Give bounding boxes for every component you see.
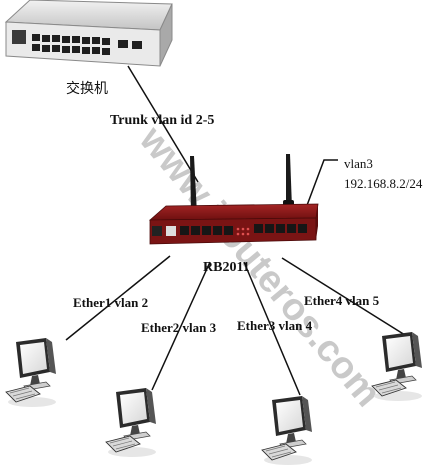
router-icon [148, 203, 319, 245]
vlan3-callout-line [305, 159, 338, 209]
computer-icon [5, 337, 57, 408]
ether2-link [151, 261, 211, 391]
vlan3-ip-label: 192.168.8.2/24 [344, 176, 423, 191]
ether3-label: Ether3 vlan 4 [237, 318, 313, 333]
router-label: RB2011 [203, 260, 250, 275]
trunk-link [127, 65, 199, 183]
ether1-label: Ether1 vlan 2 [73, 295, 148, 310]
ether4-label: Ether4 vlan 5 [304, 293, 380, 308]
ether3-link [243, 261, 301, 396]
ether4-link [281, 257, 406, 336]
connections [65, 65, 406, 396]
computer-icon [371, 331, 423, 402]
ether2-label: Ether2 vlan 3 [141, 320, 217, 335]
ether1-link [65, 255, 171, 341]
network-switch-icon [4, 0, 173, 67]
computer-icon [261, 395, 313, 465]
vlan3-label: vlan3 [344, 156, 373, 171]
trunk-label: Trunk vlan id 2-5 [110, 113, 214, 128]
computer-icon [105, 387, 157, 458]
switch-label: 交换机 [66, 80, 108, 97]
